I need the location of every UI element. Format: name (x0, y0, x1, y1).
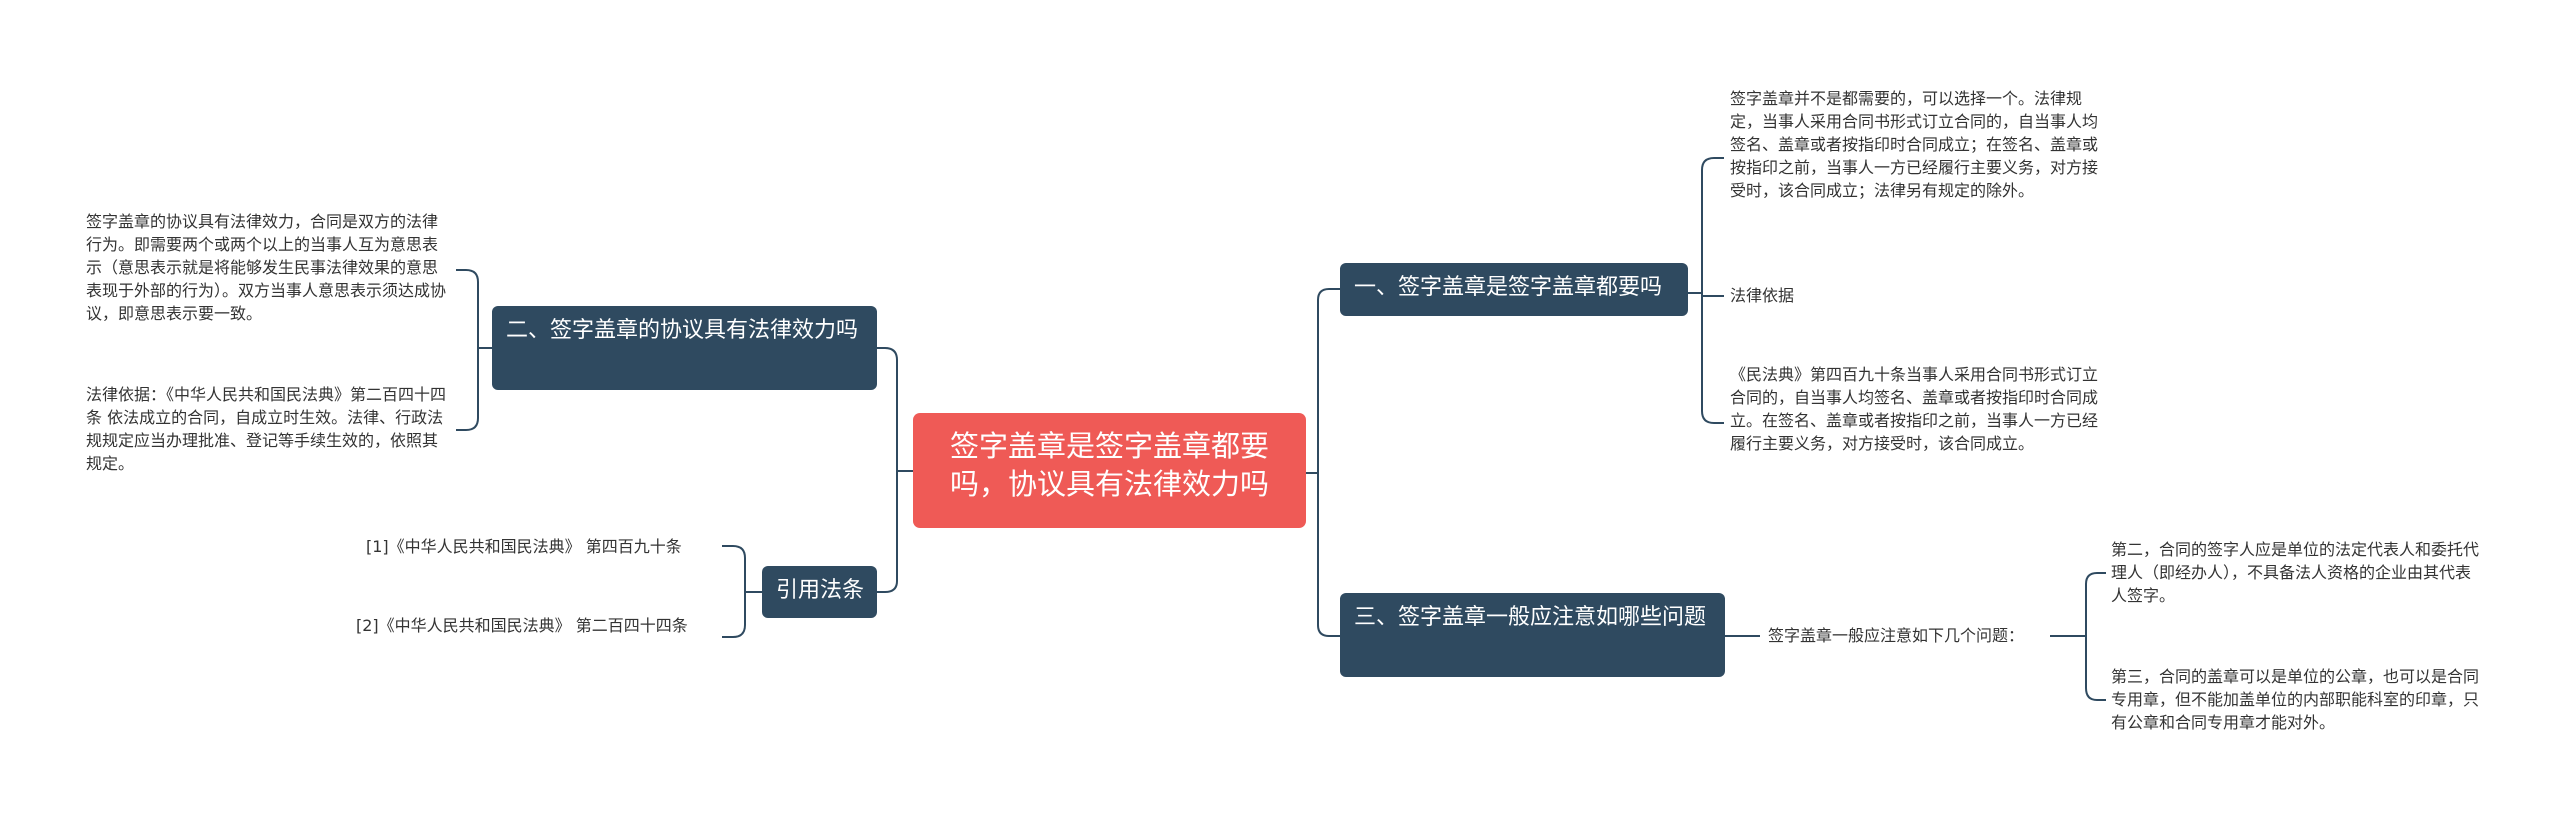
branch-3-leaf-1: 第二，合同的签字人应是单位的法定代表人和委托代理人（即经办人），不具备法人资格的… (2111, 540, 2480, 605)
root-topic[interactable]: 签字盖章是签字盖章都要吗，协议具有法律效力吗 (913, 413, 1306, 528)
branch-4-leaf-2: [2]《中华人民共和国民法典》 第二百四十四条 (356, 616, 688, 635)
branch-4-label: 引用法条 (776, 578, 865, 603)
branch-3[interactable]: 三、签字盖章一般应注意如哪些问题 (1340, 593, 1725, 677)
branch-1-leaf-3: 《民法典》第四百九十条当事人采用合同书形式订立合同的，自当事人均签名、盖章或者按… (1730, 365, 2099, 453)
connector-mid-leaf2 (2050, 635, 2106, 701)
connector-b4-leaf2 (722, 591, 762, 638)
branch-3-leaf-2: 第三，合同的盖章可以是单位的公章，也可以是合同专用章，但不能加盖单位的内部职能科… (2111, 667, 2480, 732)
connector-b2-leaf2 (456, 347, 492, 431)
root-topic-text: 签字盖章是签字盖章都要吗，协议具有法律效力吗 (949, 429, 1269, 501)
connector-b1-leaf1 (1688, 157, 1724, 294)
branch-1-label: 一、签字盖章是签字盖章都要吗 (1354, 275, 1663, 300)
connector-root-b1 (1306, 288, 1340, 474)
branch-3-mid: 签字盖章一般应注意如下几个问题： (1768, 626, 2025, 645)
branch-1-leaf-1: 签字盖章并不是都需要的，可以选择一个。法律规定，当事人采用合同书形式订立合同的，… (1730, 89, 2099, 200)
branch-2-leaf-1: 签字盖章的协议具有法律效力，合同是双方的法律行为。即需要两个或两个以上的当事人互… (86, 212, 447, 323)
branch-2[interactable]: 二、签字盖章的协议具有法律效力吗 (492, 306, 877, 390)
branch-2-label: 二、签字盖章的协议具有法律效力吗 (506, 318, 859, 343)
branch-2-leaf-2: 法律依据：《中华人民共和国民法典》第二百四十四条 依法成立的合同，自成立时生效。… (86, 385, 447, 473)
branch-1-leaf-2: 法律依据 (1730, 286, 1795, 305)
connector-root-b3 (1306, 472, 1340, 637)
connector-root-b4 (877, 470, 913, 593)
branch-3-label: 三、签字盖章一般应注意如哪些问题 (1354, 605, 1707, 630)
connector-b4-leaf1 (722, 545, 762, 593)
branch-4[interactable]: 引用法条 (762, 566, 877, 618)
connector-mid-leaf1 (2050, 572, 2106, 637)
branch-1[interactable]: 一、签字盖章是签字盖章都要吗 (1340, 263, 1688, 316)
connector-root-b2 (877, 347, 913, 472)
connector-b2-leaf1 (456, 269, 492, 349)
connector-b1-leaf3 (1688, 292, 1724, 424)
branch-4-leaf-1: [1]《中华人民共和国民法典》 第四百九十条 (366, 537, 682, 556)
